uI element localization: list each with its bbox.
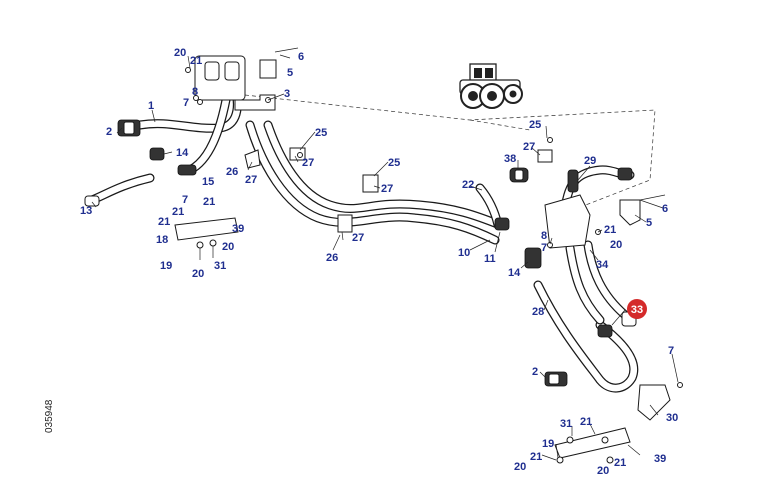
callout-28: 28: [532, 306, 544, 318]
callout-7: 7: [541, 242, 547, 254]
left-hose-assembly: [84, 47, 510, 260]
callout-7: 7: [668, 345, 674, 357]
callout-20: 20: [610, 239, 622, 251]
reference-dashed-lines: [244, 94, 656, 216]
callout-34: 34: [596, 259, 609, 271]
callout-13: 13: [80, 205, 92, 217]
callout-33: 33: [631, 304, 643, 316]
callout-11: 11: [484, 253, 496, 265]
callout-15: 15: [202, 176, 214, 188]
callout-5: 5: [287, 67, 293, 79]
callout-5: 5: [646, 217, 652, 229]
callout-27: 27: [352, 232, 364, 244]
callout-20: 20: [174, 47, 186, 59]
callout-8: 8: [541, 230, 547, 242]
callout-29: 29: [584, 155, 596, 167]
callout-21: 21: [190, 55, 202, 67]
callout-8: 8: [192, 86, 198, 98]
callout-19: 19: [542, 438, 554, 450]
callout-18: 18: [156, 234, 168, 246]
callout-30: 30: [666, 412, 678, 424]
callout-19: 19: [160, 260, 172, 272]
callout-20: 20: [222, 241, 234, 253]
part-number-labels: 20 21 6 5 3 8 7 1 2 14 25 27 26 27 15 13…: [80, 47, 678, 477]
callout-27: 27: [245, 174, 257, 186]
callout-14: 14: [176, 147, 189, 159]
right-hose-assembly: [509, 137, 683, 464]
callout-21: 21: [172, 206, 184, 218]
highlighted-callout-33: 33: [627, 299, 647, 319]
callout-21: 21: [604, 224, 616, 236]
callout-2: 2: [106, 126, 112, 138]
callout-27: 27: [381, 183, 393, 195]
callout-10: 10: [458, 247, 470, 259]
callout-7: 7: [183, 97, 189, 109]
callout-3: 3: [284, 88, 290, 100]
callout-20: 20: [514, 461, 526, 473]
figure-id: 035948: [44, 399, 55, 433]
callout-22: 22: [462, 179, 474, 191]
callout-38: 38: [504, 153, 516, 165]
callout-14: 14: [508, 267, 521, 279]
callout-21: 21: [158, 216, 170, 228]
callout-26: 26: [326, 252, 338, 264]
callout-27: 27: [302, 157, 314, 169]
callout-31: 31: [560, 418, 572, 430]
callout-21: 21: [203, 196, 215, 208]
callout-25: 25: [388, 157, 400, 169]
callout-7: 7: [182, 194, 188, 206]
callout-27: 27: [523, 141, 535, 153]
callout-20: 20: [192, 268, 204, 280]
leader-lines: [91, 54, 679, 461]
callout-6: 6: [298, 51, 304, 63]
callout-21: 21: [614, 457, 626, 469]
callout-2: 2: [532, 366, 538, 378]
callout-39: 39: [654, 453, 666, 465]
callout-20: 20: [597, 465, 609, 477]
highlight-badge: [627, 299, 647, 319]
callout-25: 25: [315, 127, 327, 139]
callout-21: 21: [530, 451, 542, 463]
callout-1: 1: [148, 100, 154, 112]
callout-31: 31: [214, 260, 226, 272]
callout-25: 25: [529, 119, 541, 131]
callout-26: 26: [226, 166, 238, 178]
callout-21: 21: [580, 416, 592, 428]
callout-39: 39: [232, 223, 244, 235]
callout-6: 6: [662, 203, 668, 215]
tractor-icon: [459, 63, 523, 109]
